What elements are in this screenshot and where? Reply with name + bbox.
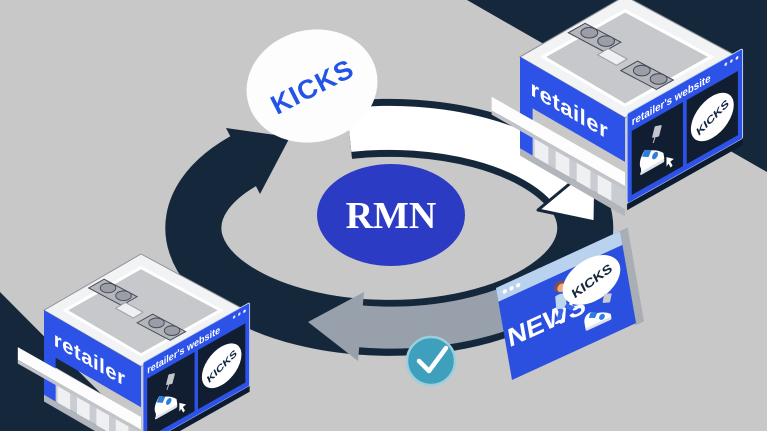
store-awning-shade: [491, 110, 625, 191]
store-sign-panel: [520, 56, 625, 162]
sneaker-ad-icon: [639, 125, 665, 175]
store-website-panel: retailer's website KICKS: [626, 48, 744, 204]
kicks-brand-bubble: KICKS: [246, 29, 378, 143]
retailer-store-top-right: retailer retailer's website: [491, 0, 744, 217]
store-awning: [491, 96, 625, 187]
store-awning-shade: [17, 359, 142, 431]
rooftop-ac-unit-icon: [567, 22, 629, 66]
rmn-center-badge: RMN: [317, 164, 465, 266]
rmn-label: RMN: [346, 195, 437, 237]
store-sign-panel: [44, 310, 141, 408]
store-base: [44, 394, 107, 431]
news-website-panel: NEWS KICKS: [496, 227, 644, 381]
dark-arrowhead-icon: [226, 128, 290, 194]
news-panel-side-edge: [619, 227, 644, 326]
gray-arrowhead-icon: [308, 292, 364, 361]
news-sneaker-icon: [584, 293, 612, 331]
rooftop-ac-unit-icon: [136, 313, 187, 341]
store-panel-bottom-edge: [627, 138, 743, 211]
cursor-icon: [178, 401, 188, 414]
check-badge: [405, 335, 457, 387]
rooftop-ac-unit-icon: [619, 60, 675, 91]
store-awning: [17, 347, 142, 430]
store-panel-bottom-edge: [169, 385, 250, 431]
news-browser-bar: [496, 231, 623, 302]
store-base: [520, 148, 625, 217]
cursor-icon: [665, 156, 676, 169]
rooftop-ac-unit-icon: [87, 278, 144, 319]
retailer-store-bottom-left: retailer retailer's website: [17, 253, 251, 431]
checkmark-icon: [416, 345, 449, 374]
store-website-panel: retailer's website KICKS: [142, 302, 251, 431]
sneaker-ad-icon: [154, 373, 178, 420]
